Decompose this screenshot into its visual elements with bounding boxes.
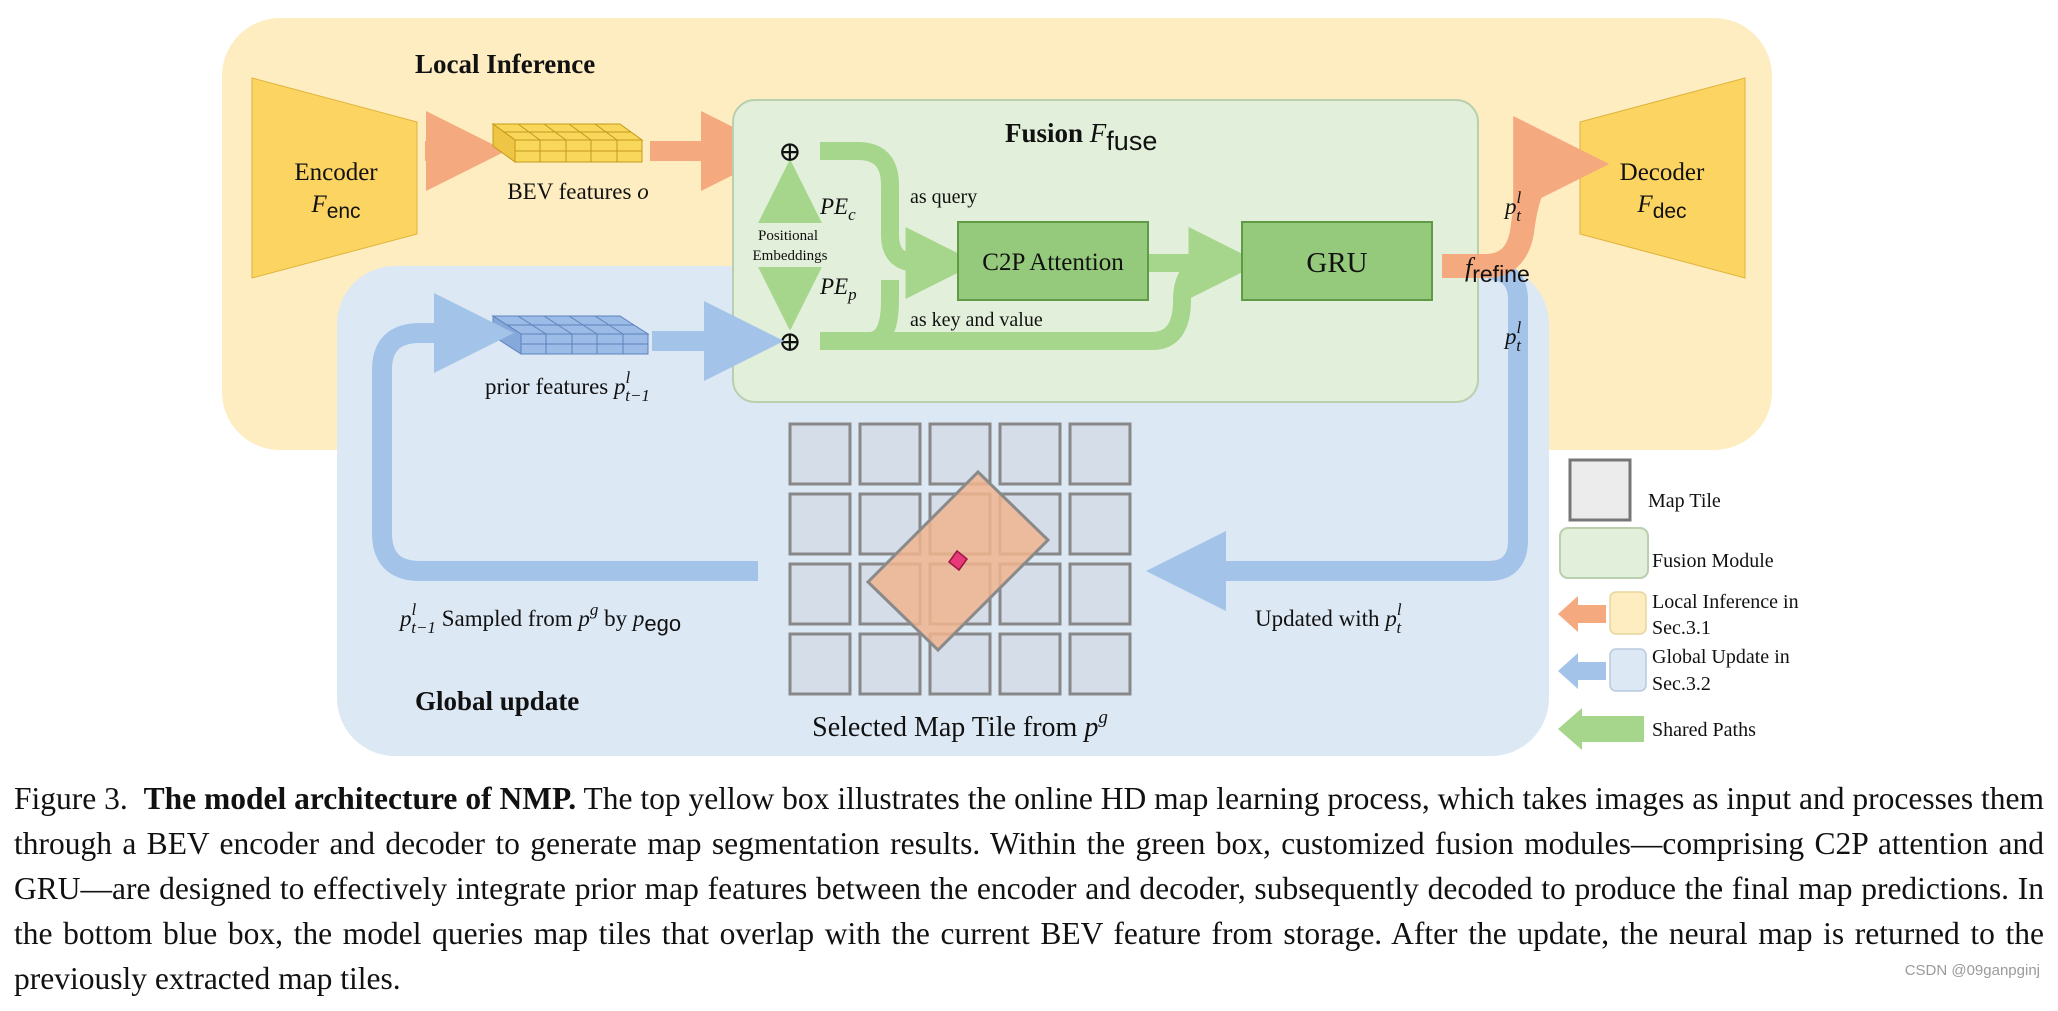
legend-shared-label: Shared Paths: [1652, 719, 1756, 741]
legend-map-tile-swatch: [1568, 458, 1632, 522]
legend-shared-arrow: [1558, 708, 1644, 750]
legend-fusion-label: Fusion Module: [1652, 550, 1774, 572]
fusion-title: Fusion Ffuse: [1005, 118, 1157, 156]
caption-title: The model architecture of NMP.: [143, 781, 577, 816]
decoder-label: Decoder: [1620, 159, 1705, 186]
caption-body: The top yellow box illustrates the onlin…: [14, 781, 2045, 996]
as-query-label: as query: [910, 186, 977, 208]
query-path: [820, 142, 978, 299]
legend-local-swatch: [1609, 591, 1647, 635]
legend-global-arrow: [1558, 653, 1606, 689]
architecture-diagram: Encoder Fenc Decoder Fdec BEV features o…: [222, 18, 1799, 756]
watermark: CSDN @09ganpginj: [1904, 962, 2040, 979]
gru-block: [1241, 221, 1433, 301]
bev-feature-grid: [491, 123, 644, 163]
figure-caption: Figure 3. The model architecture of NMP.…: [14, 776, 2044, 1001]
global-loop-left: [372, 293, 758, 581]
positional-embeddings-line1: Positional: [758, 228, 818, 244]
c2p-attention-label: C2P Attention: [982, 249, 1124, 276]
legend-local-line1: Local Inference in: [1652, 591, 1799, 613]
legend-fusion-swatch: [1559, 527, 1649, 579]
decoder-symbol: Fdec: [1636, 191, 1686, 223]
legend-local-line2: Sec.3.1: [1652, 617, 1711, 639]
c2p-attention-block: [957, 221, 1149, 301]
legend-map-tile-label: Map Tile: [1648, 490, 1721, 512]
prior-feature-grid: [491, 315, 650, 355]
global-update-title: Global update: [415, 686, 579, 716]
caption-figure-label: Figure 3.: [14, 781, 128, 816]
legend-global-line1: Global Update in: [1652, 646, 1790, 668]
encoder-block: [251, 77, 418, 279]
positional-embeddings-line2: Embeddings: [753, 248, 828, 264]
pe-p-label: PEp: [819, 274, 857, 304]
local-inference-title: Local Inference: [415, 49, 595, 79]
ego-vehicle-marker: [947, 549, 969, 572]
legend-global-swatch: [1609, 648, 1647, 692]
bev-features-label: BEV features o: [507, 179, 648, 204]
encoder-label: Encoder: [294, 159, 378, 186]
legend-local-arrow: [1558, 596, 1606, 632]
as-key-value-label: as key and value: [910, 309, 1043, 331]
f-refine-label: frefine: [1465, 253, 1530, 287]
gru-label: GRU: [1306, 247, 1367, 279]
plus-node-bottom: ⊕: [778, 327, 801, 358]
pe-c-label: PEc: [819, 194, 856, 224]
plus-node-top: ⊕: [778, 137, 801, 168]
legend-global-line2: Sec.3.2: [1652, 673, 1711, 695]
key-value-branch: [868, 280, 899, 350]
refine-to-decoder-arrow: [1442, 116, 1610, 278]
legend: Map Tile Fusion Module Local Inference i…: [1558, 458, 1799, 750]
encoder-symbol: Fenc: [310, 191, 360, 223]
selected-map-tile-label: Selected Map Tile from pg: [812, 707, 1108, 743]
